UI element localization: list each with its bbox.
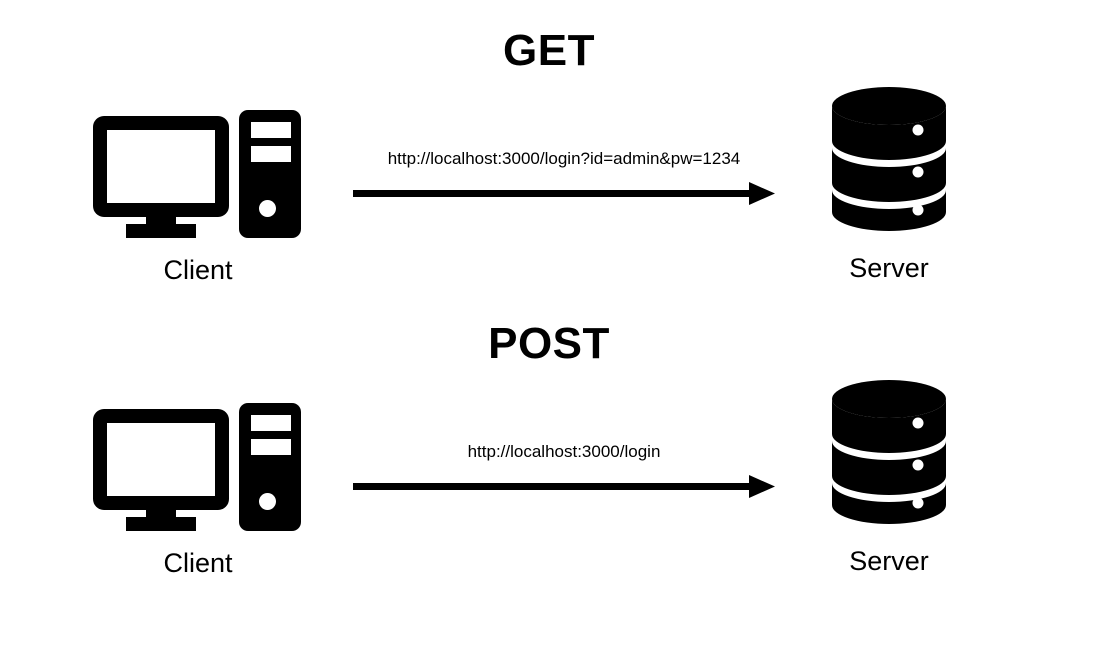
server-database-icon: [830, 379, 948, 525]
tower-power-button-icon: [259, 493, 276, 510]
monitor-stand-base: [126, 517, 196, 531]
tower-drive-slot: [251, 146, 291, 162]
client-computer-icon: [93, 403, 303, 531]
monitor-icon: [93, 409, 229, 510]
client-label-get: Client: [163, 255, 233, 285]
tower-drive-slot: [251, 439, 291, 455]
tower-drive-slot: [251, 122, 291, 138]
monitor-screen: [107, 423, 215, 496]
request-flow-get: http://localhost:3000/login?id=admin&pw=…: [353, 148, 775, 208]
computer-tower-icon: [239, 110, 301, 238]
section-title-post: POST: [488, 319, 610, 368]
request-flow-post: http://localhost:3000/login: [353, 441, 775, 501]
client-computer-icon: [93, 110, 303, 238]
tower-power-button-icon: [259, 200, 276, 217]
request-arrow-post: [353, 473, 775, 499]
monitor-icon: [93, 116, 229, 217]
request-arrow-get: [353, 180, 775, 206]
node-client-post: Client: [93, 403, 303, 579]
server-label-post: Server: [849, 546, 929, 576]
monitor-screen: [107, 130, 215, 203]
monitor-stand-base: [126, 224, 196, 238]
computer-tower-icon: [239, 403, 301, 531]
client-label-post: Client: [163, 548, 233, 578]
node-server-post: Server: [830, 379, 948, 577]
tower-drive-slot: [251, 415, 291, 431]
section-title-get: GET: [503, 26, 595, 75]
server-database-icon: [830, 86, 948, 232]
request-url-label-post: http://localhost:3000/login: [467, 442, 661, 461]
node-client-get: Client: [93, 110, 303, 286]
server-label-get: Server: [849, 253, 929, 283]
request-url-label-get: http://localhost:3000/login?id=admin&pw=…: [387, 149, 741, 168]
node-server-get: Server: [830, 86, 948, 284]
